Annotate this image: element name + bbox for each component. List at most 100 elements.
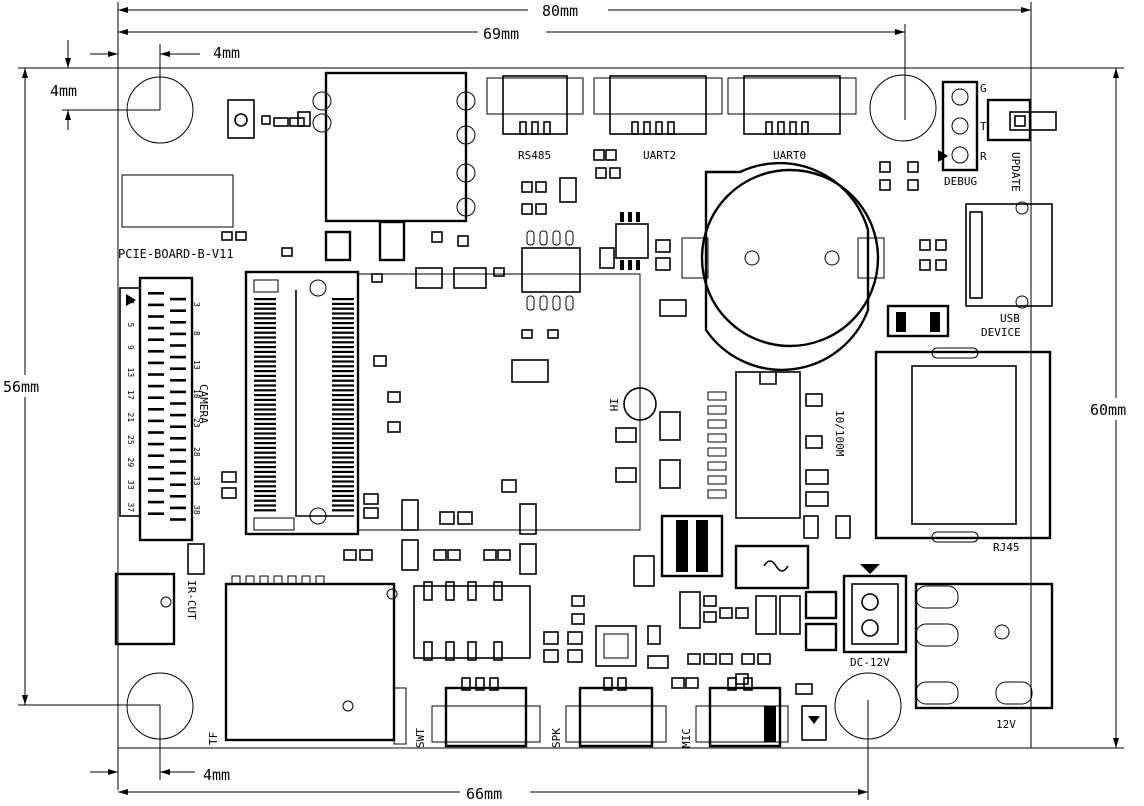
camera-pin-pad <box>170 390 186 394</box>
mounting-hole-bottom-right <box>834 672 902 740</box>
pcie-contact <box>332 355 354 358</box>
pcie-contact <box>254 470 276 473</box>
pcie-contact <box>254 355 276 358</box>
pcie-contact <box>254 461 276 464</box>
pcie-contact <box>332 374 354 377</box>
pcie-contact <box>332 422 354 425</box>
pcie-contact <box>332 451 354 454</box>
pcie-contact <box>332 490 354 493</box>
pcie-contact <box>332 442 354 445</box>
dc-barrel-jack: 12V <box>914 582 1054 731</box>
pcie-contact <box>332 350 354 353</box>
pcie-contact <box>332 302 354 305</box>
camera-label: CAMERA <box>197 384 210 424</box>
camera-pin-pad <box>170 448 186 452</box>
dim-bottom-width: 66mm <box>466 785 502 801</box>
v12-label: 12V <box>996 718 1016 731</box>
update-switch: UPDATE <box>986 98 1057 192</box>
camera-pin-left-33: 33 <box>126 480 135 490</box>
rtc-battery <box>681 161 885 371</box>
camera-pin-pad <box>148 442 164 446</box>
camera-pin-left-9: 9 <box>126 345 135 350</box>
camera-pin-pad <box>148 338 164 341</box>
camera-pin-pad <box>170 437 186 440</box>
camera-pin-pad <box>148 489 164 492</box>
dim-top-width: 80mm <box>542 2 578 20</box>
debug-header: G T R DEBUG <box>938 80 987 188</box>
pcie-contact <box>254 317 276 320</box>
pcie-contact <box>332 317 354 320</box>
pcie-contact <box>332 336 354 339</box>
pcie-contact <box>332 432 354 435</box>
dim-inner-width: 69mm <box>483 25 519 43</box>
pcie-contact <box>332 341 354 344</box>
pcie-contact <box>254 336 276 339</box>
pcie-contact <box>254 427 276 430</box>
pcie-contact <box>332 307 354 310</box>
pcie-contact <box>332 384 354 387</box>
pcie-contact <box>332 499 354 502</box>
usb-device-label-1: USB <box>1000 312 1020 325</box>
rs485-connector: RS485 <box>486 75 584 162</box>
pcie-contact <box>254 480 276 483</box>
camera-pin-pad <box>170 518 186 521</box>
camera-pin-right-28: 28 <box>192 447 201 457</box>
swt-connector: SWT <box>414 677 541 748</box>
pcie-contact <box>254 384 276 387</box>
pcie-contact <box>254 350 276 353</box>
pcie-contact <box>254 331 276 334</box>
camera-pin-pad <box>148 326 164 330</box>
camera-pin-pad <box>148 292 164 295</box>
camera-pin-pad <box>170 297 186 301</box>
pcie-contact <box>332 427 354 430</box>
pcie-contact <box>254 509 276 512</box>
ethernet-phy <box>735 371 801 519</box>
dim-bottom-offset-x: 4mm <box>203 766 230 784</box>
pcie-contact <box>254 365 276 368</box>
pcie-contact <box>332 331 354 334</box>
pcie-contact <box>254 504 276 507</box>
thermistor <box>623 387 657 421</box>
pcie-contact <box>254 437 276 440</box>
mounting-hole-top-right <box>869 74 937 142</box>
ethernet-pads <box>707 391 727 499</box>
pcie-contact <box>332 370 354 373</box>
board-outline <box>117 67 1032 749</box>
mic-label: MIC <box>680 728 693 748</box>
camera-pin-right-33: 33 <box>192 476 201 486</box>
ir-cut-label: IR-CUT <box>185 580 198 620</box>
pcie-contact <box>254 446 276 449</box>
uart2-connector: UART2 <box>593 75 723 162</box>
lan-transformer <box>312 71 476 223</box>
pcie-contact <box>332 389 354 392</box>
pcie-contact <box>332 475 354 478</box>
camera-pin-pad <box>170 344 186 347</box>
update-label: UPDATE <box>1009 152 1022 192</box>
cap-a <box>804 590 838 620</box>
camera-pin-pad <box>170 355 186 359</box>
camera-pin-left-21: 21 <box>126 413 135 423</box>
tf-label: TF <box>207 732 220 745</box>
ir-cut-connector: IR-CUT <box>114 572 198 646</box>
camera-pin-pad <box>148 408 164 411</box>
camera-pin-pad <box>148 373 164 376</box>
camera-pin-pad <box>170 321 186 324</box>
pcie-contact <box>254 403 276 406</box>
camera-pin-right-18: 18 <box>192 389 201 399</box>
camera-pin-pad <box>170 413 186 417</box>
pcie-slot <box>244 270 360 536</box>
pcie-contact <box>254 466 276 469</box>
pcie-contact <box>332 456 354 459</box>
crystal <box>521 230 581 311</box>
pcie-contact <box>254 322 276 325</box>
camera-pin-pad <box>148 512 164 515</box>
camera-pin-pad <box>148 350 164 353</box>
pcie-contact <box>254 312 276 315</box>
camera-pin-left-5: 5 <box>126 323 135 328</box>
dim-left-height: 56mm <box>3 378 39 396</box>
camera-pin-pad <box>148 384 164 388</box>
pcie-contact <box>332 509 354 512</box>
camera-pin-pad <box>170 379 186 382</box>
pcie-contact <box>332 398 354 401</box>
camera-pin-pad <box>148 431 164 434</box>
